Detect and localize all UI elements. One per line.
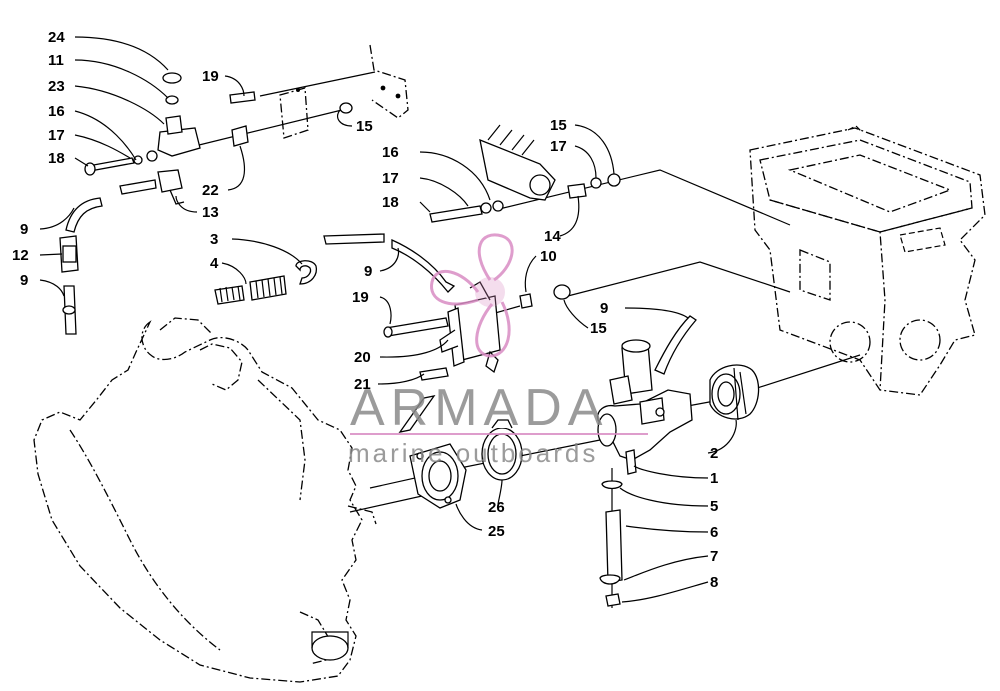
callout-15: 15: [550, 117, 567, 134]
assembly-axis-lines: [194, 71, 861, 608]
callout-13: 13: [202, 204, 219, 221]
fuel-pump-mid-assembly: [323, 233, 571, 433]
callout-25: 25: [488, 523, 505, 540]
callout-23: 23: [48, 78, 65, 95]
callout-19: 19: [352, 289, 369, 306]
callout-18: 18: [382, 194, 399, 211]
airbox-housing-outline: [749, 125, 986, 396]
callout-19: 19: [202, 68, 219, 85]
callout-9: 9: [20, 221, 28, 238]
drain-tube-parts: [599, 480, 623, 607]
callout-17: 17: [550, 138, 567, 155]
callout-14: 14: [544, 228, 561, 245]
clamp-and-spring-parts: [214, 260, 318, 305]
callout-20: 20: [354, 349, 371, 366]
callout-15: 15: [590, 320, 607, 337]
callout-5: 5: [710, 498, 718, 515]
callout-12: 12: [12, 247, 29, 264]
watermark-brand: ARMADA: [350, 379, 608, 437]
callout-15: 15: [356, 118, 373, 135]
callout-22: 22: [202, 182, 219, 199]
fuel-pump-top-assembly: [429, 124, 621, 223]
callout-9: 9: [364, 263, 372, 280]
engine-crankcase-outline: [33, 317, 377, 683]
fuel-valve-assembly: [84, 72, 353, 205]
callout-2: 2: [710, 445, 718, 462]
watermark-tagline: marine outboards: [348, 438, 598, 468]
callout-4: 4: [210, 255, 219, 272]
callout-numbers: 24 11 23 16 17 18 19 15 22 13 9 12 9 3 4…: [12, 29, 718, 591]
callout-24: 24: [48, 29, 65, 46]
callout-16: 16: [382, 144, 399, 161]
callout-16: 16: [48, 103, 65, 120]
callout-7: 7: [710, 548, 718, 565]
callout-9: 9: [600, 300, 608, 317]
callout-9: 9: [20, 272, 28, 289]
callout-17: 17: [48, 127, 65, 144]
callout-6: 6: [710, 524, 718, 541]
callout-18: 18: [48, 150, 65, 167]
callout-17: 17: [382, 170, 399, 187]
callout-10: 10: [540, 248, 557, 265]
callout-leader-lines: [39, 36, 737, 603]
callout-1: 1: [710, 470, 718, 487]
callout-26: 26: [488, 499, 505, 516]
mounting-bracket-outline: [279, 44, 409, 139]
carburetor-assembly: [597, 315, 697, 475]
armada-watermark: ARMADA marine outboards: [348, 379, 648, 468]
callout-8: 8: [710, 574, 718, 591]
callout-3: 3: [210, 231, 218, 248]
fuel-hose-and-filter-left: [59, 197, 103, 335]
propeller-logo-watermark: [430, 233, 514, 358]
intake-air-horn: [709, 364, 760, 421]
clamp-and-intake-flange: [409, 419, 523, 509]
callout-11: 11: [48, 52, 64, 69]
callout-21: 21: [354, 376, 371, 393]
